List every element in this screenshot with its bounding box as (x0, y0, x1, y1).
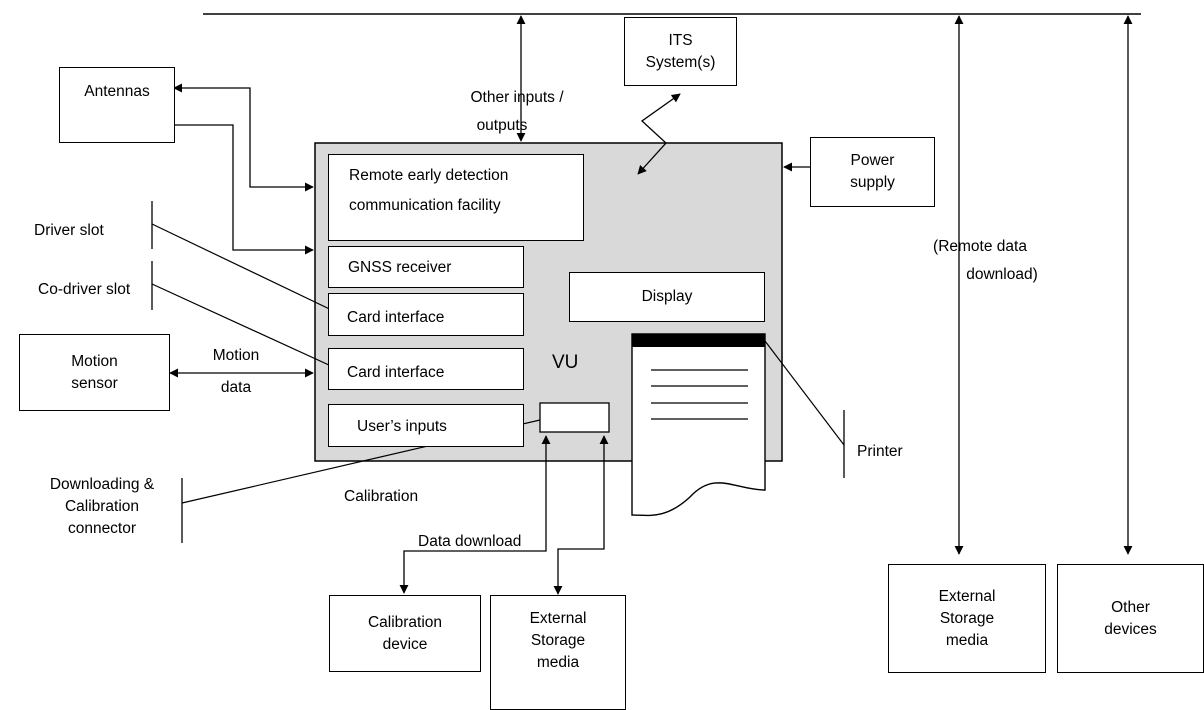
power-label-2: supply (850, 174, 895, 191)
cal-device-label-1: Calibration (367, 613, 443, 631)
remote-download-label: (Remote data download) (900, 236, 1060, 286)
users-inputs-label: User’s inputs (357, 418, 447, 435)
driver-slot-label: Driver slot (34, 222, 104, 239)
antennas-box: Antennas (59, 67, 175, 143)
card-interface-box-2: Card interface (328, 348, 524, 390)
antenna-link-1 (173, 83, 314, 192)
power-label-1: Power (850, 152, 895, 169)
ext-storage-label-2: Storage (530, 632, 586, 649)
remote-dl-label-1: (Remote data (933, 238, 1027, 255)
ext-storage2-label-3: media (945, 631, 989, 649)
connector-box (539, 402, 610, 433)
external-storage-box: External Storage media (490, 595, 626, 710)
remote-early-detection-box: Remote early detection communication fac… (328, 154, 584, 241)
display-box: Display (569, 272, 765, 322)
printer-line (764, 340, 845, 446)
external-storage-remote-box: External Storage media (888, 564, 1046, 673)
cal-device-label-2: device (382, 635, 428, 653)
calibration-label: Calibration (344, 488, 419, 505)
remote-label-1: Remote early detection (349, 167, 509, 184)
card-interface-label-1: Card interface (347, 309, 445, 326)
ext-storage2-label-1: External (938, 587, 996, 605)
other-io-label: Other inputs / outputs (432, 87, 602, 137)
antennas-label: Antennas (84, 83, 150, 100)
gnss-receiver-box: GNSS receiver (328, 246, 524, 288)
users-inputs-box: User’s inputs (328, 404, 524, 447)
calibration-device-box: Calibration device (329, 595, 481, 672)
codriver-slot-label: Co-driver slot (38, 281, 131, 298)
dl-conn-label-1: Downloading & (49, 476, 155, 493)
other-io-label-1: Other inputs / (470, 89, 564, 106)
other-io-label-2: outputs (476, 117, 528, 134)
calibration-link (399, 435, 551, 594)
motion-sensor-box: Motion sensor (19, 334, 170, 411)
vu-label: VU (552, 352, 579, 373)
ext-storage-label-3: media (536, 654, 580, 671)
motion-sensor-label-1: Motion (71, 352, 118, 370)
ext-storage-label-1: External (529, 610, 587, 627)
dl-conn-label-3: connector (67, 520, 137, 537)
other-devices-box: Other devices (1057, 564, 1204, 673)
motion-data-label-2: data (220, 379, 252, 396)
remote-label-2: communication facility (349, 197, 501, 214)
dl-connector-label: Downloading & Calibration connector (32, 474, 172, 540)
dl-conn-label-2: Calibration (64, 498, 140, 515)
data-download-label: Data download (418, 533, 522, 550)
data-download-link (553, 435, 609, 595)
motion-data-label-1: Motion (212, 347, 260, 364)
its-wireless-link (637, 93, 681, 175)
its-label-1: ITS (668, 31, 693, 49)
its-label-2: System(s) (645, 53, 716, 71)
antenna-link-2 (174, 124, 314, 255)
codriver-slot-line (151, 283, 343, 372)
gnss-label: GNSS receiver (348, 259, 452, 276)
other-devices-label-2: devices (1104, 620, 1157, 638)
display-label: Display (641, 288, 693, 305)
other-devices-label-1: Other (1111, 598, 1150, 616)
motion-sensor-label-2: sensor (71, 374, 118, 392)
motion-data-label: Motion data (196, 345, 276, 399)
its-box: ITS System(s) (624, 17, 737, 86)
driver-slot-line (151, 223, 343, 316)
printer-label: Printer (857, 443, 903, 460)
remote-dl-label-2: download) (966, 266, 1038, 283)
printer-head (632, 334, 765, 347)
card-interface-label-2: Card interface (347, 364, 445, 381)
power-supply-box: Power supply (810, 137, 935, 207)
printer-paper (631, 333, 766, 517)
ext-storage2-label-2: Storage (939, 609, 995, 627)
card-interface-box-1: Card interface (328, 293, 524, 336)
